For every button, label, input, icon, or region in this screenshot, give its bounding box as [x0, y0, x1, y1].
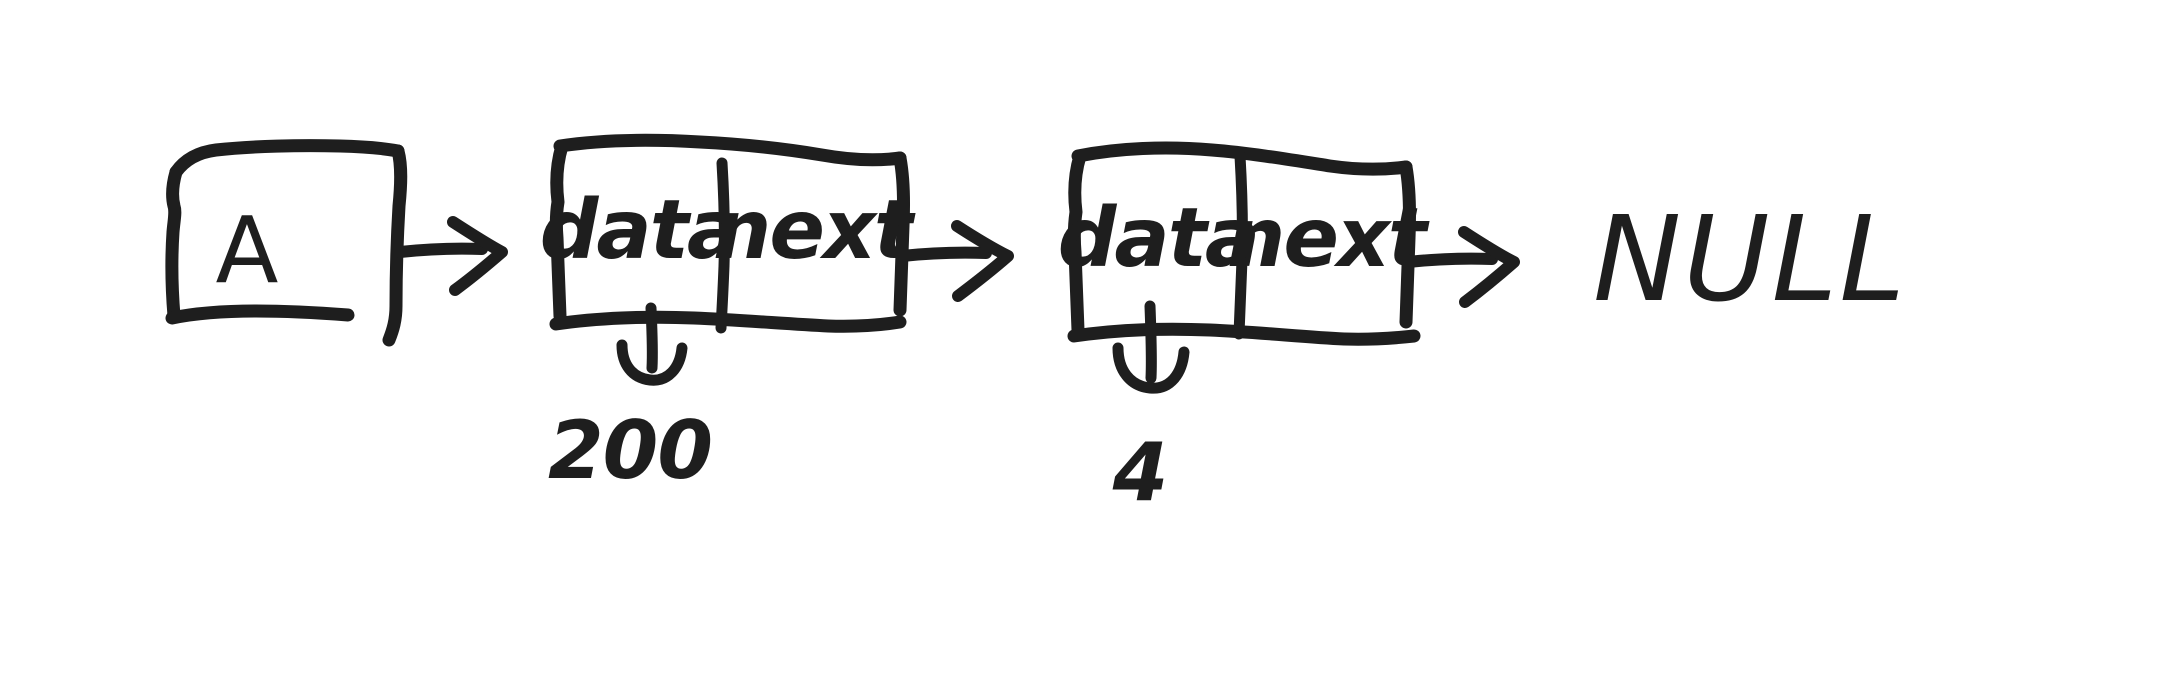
- head-pointer-label: A: [216, 197, 279, 304]
- node-1-next-label: next: [713, 183, 916, 278]
- head-pointer-box: A: [165, 139, 408, 347]
- node-2-value: 4: [1112, 426, 1168, 519]
- arrow-head-to-node1: [394, 216, 508, 296]
- node-2-data-label: data: [1058, 191, 1259, 286]
- arrow-node2-to-null: [1402, 226, 1520, 308]
- null-terminator-label: NULL: [1593, 190, 1907, 328]
- arrow-node1-data-to-value: [616, 302, 688, 386]
- node-2: data next: [1058, 141, 1432, 346]
- node-1: data next: [540, 133, 918, 334]
- arrow-node2-data-to-value: [1112, 300, 1190, 394]
- node-2-next-label: next: [1227, 191, 1430, 286]
- node-1-value: 200: [548, 404, 712, 497]
- node-1-data-label: data: [540, 183, 741, 278]
- arrow-node1-to-node2: [896, 220, 1014, 302]
